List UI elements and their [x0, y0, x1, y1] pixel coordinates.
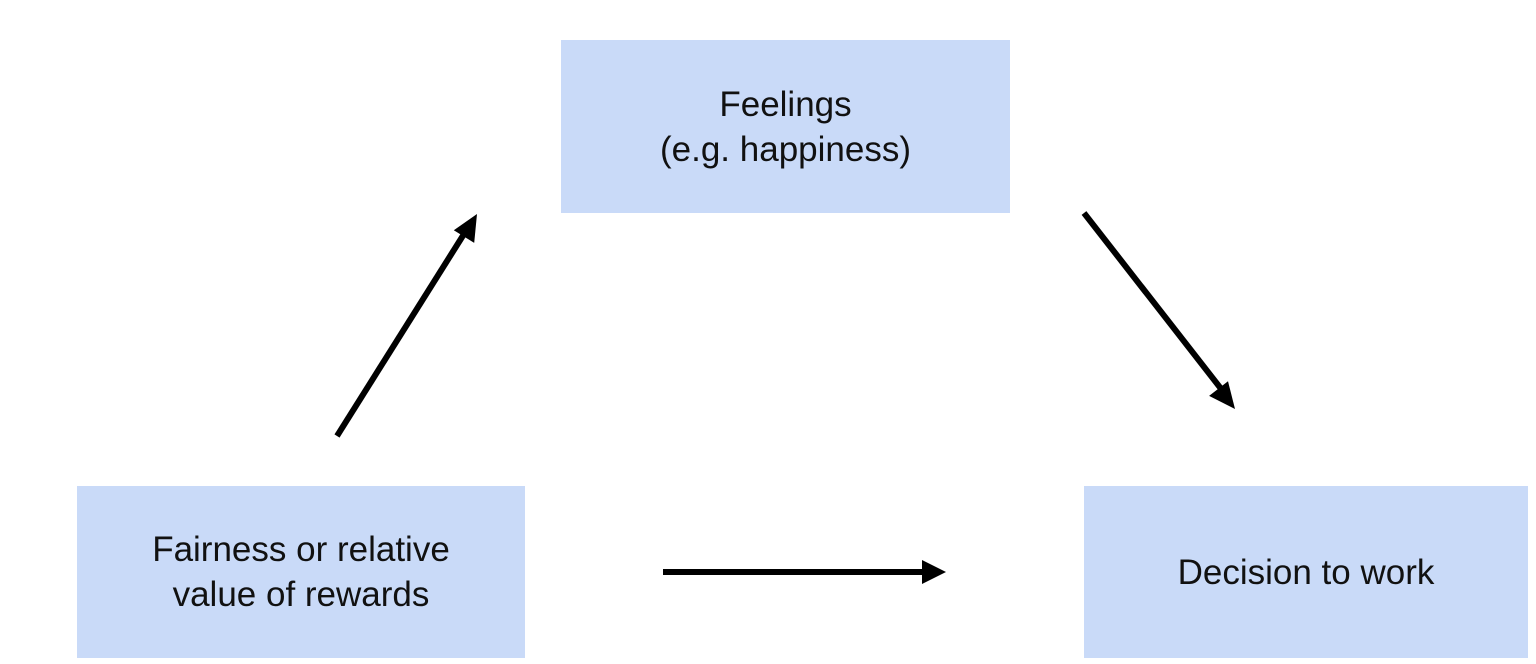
- fairness-label-line1: Fairness or relative: [152, 530, 450, 569]
- arrow-feelings-to-decision: [1081, 211, 1235, 409]
- feelings-node: Feelings (e.g. happiness): [561, 40, 1010, 213]
- arrowhead-icon: [453, 214, 477, 243]
- feelings-label-line1: Feelings: [719, 84, 852, 124]
- arrow-fairness-to-feelings: [334, 214, 477, 438]
- fairness-node: Fairness or relative value of rewards: [77, 486, 525, 658]
- arrow-shaft: [1081, 211, 1225, 392]
- arrowhead-icon: [922, 560, 946, 584]
- fairness-label-line2: value of rewards: [172, 575, 430, 614]
- arrow-shaft: [334, 232, 467, 438]
- arrowhead-icon: [1209, 381, 1235, 409]
- decision-node: Decision to work: [1084, 486, 1528, 658]
- arrow-fairness-to-decision: [663, 560, 946, 584]
- feelings-label-line2: (e.g. happiness): [660, 129, 911, 169]
- decision-label: Decision to work: [1177, 552, 1435, 592]
